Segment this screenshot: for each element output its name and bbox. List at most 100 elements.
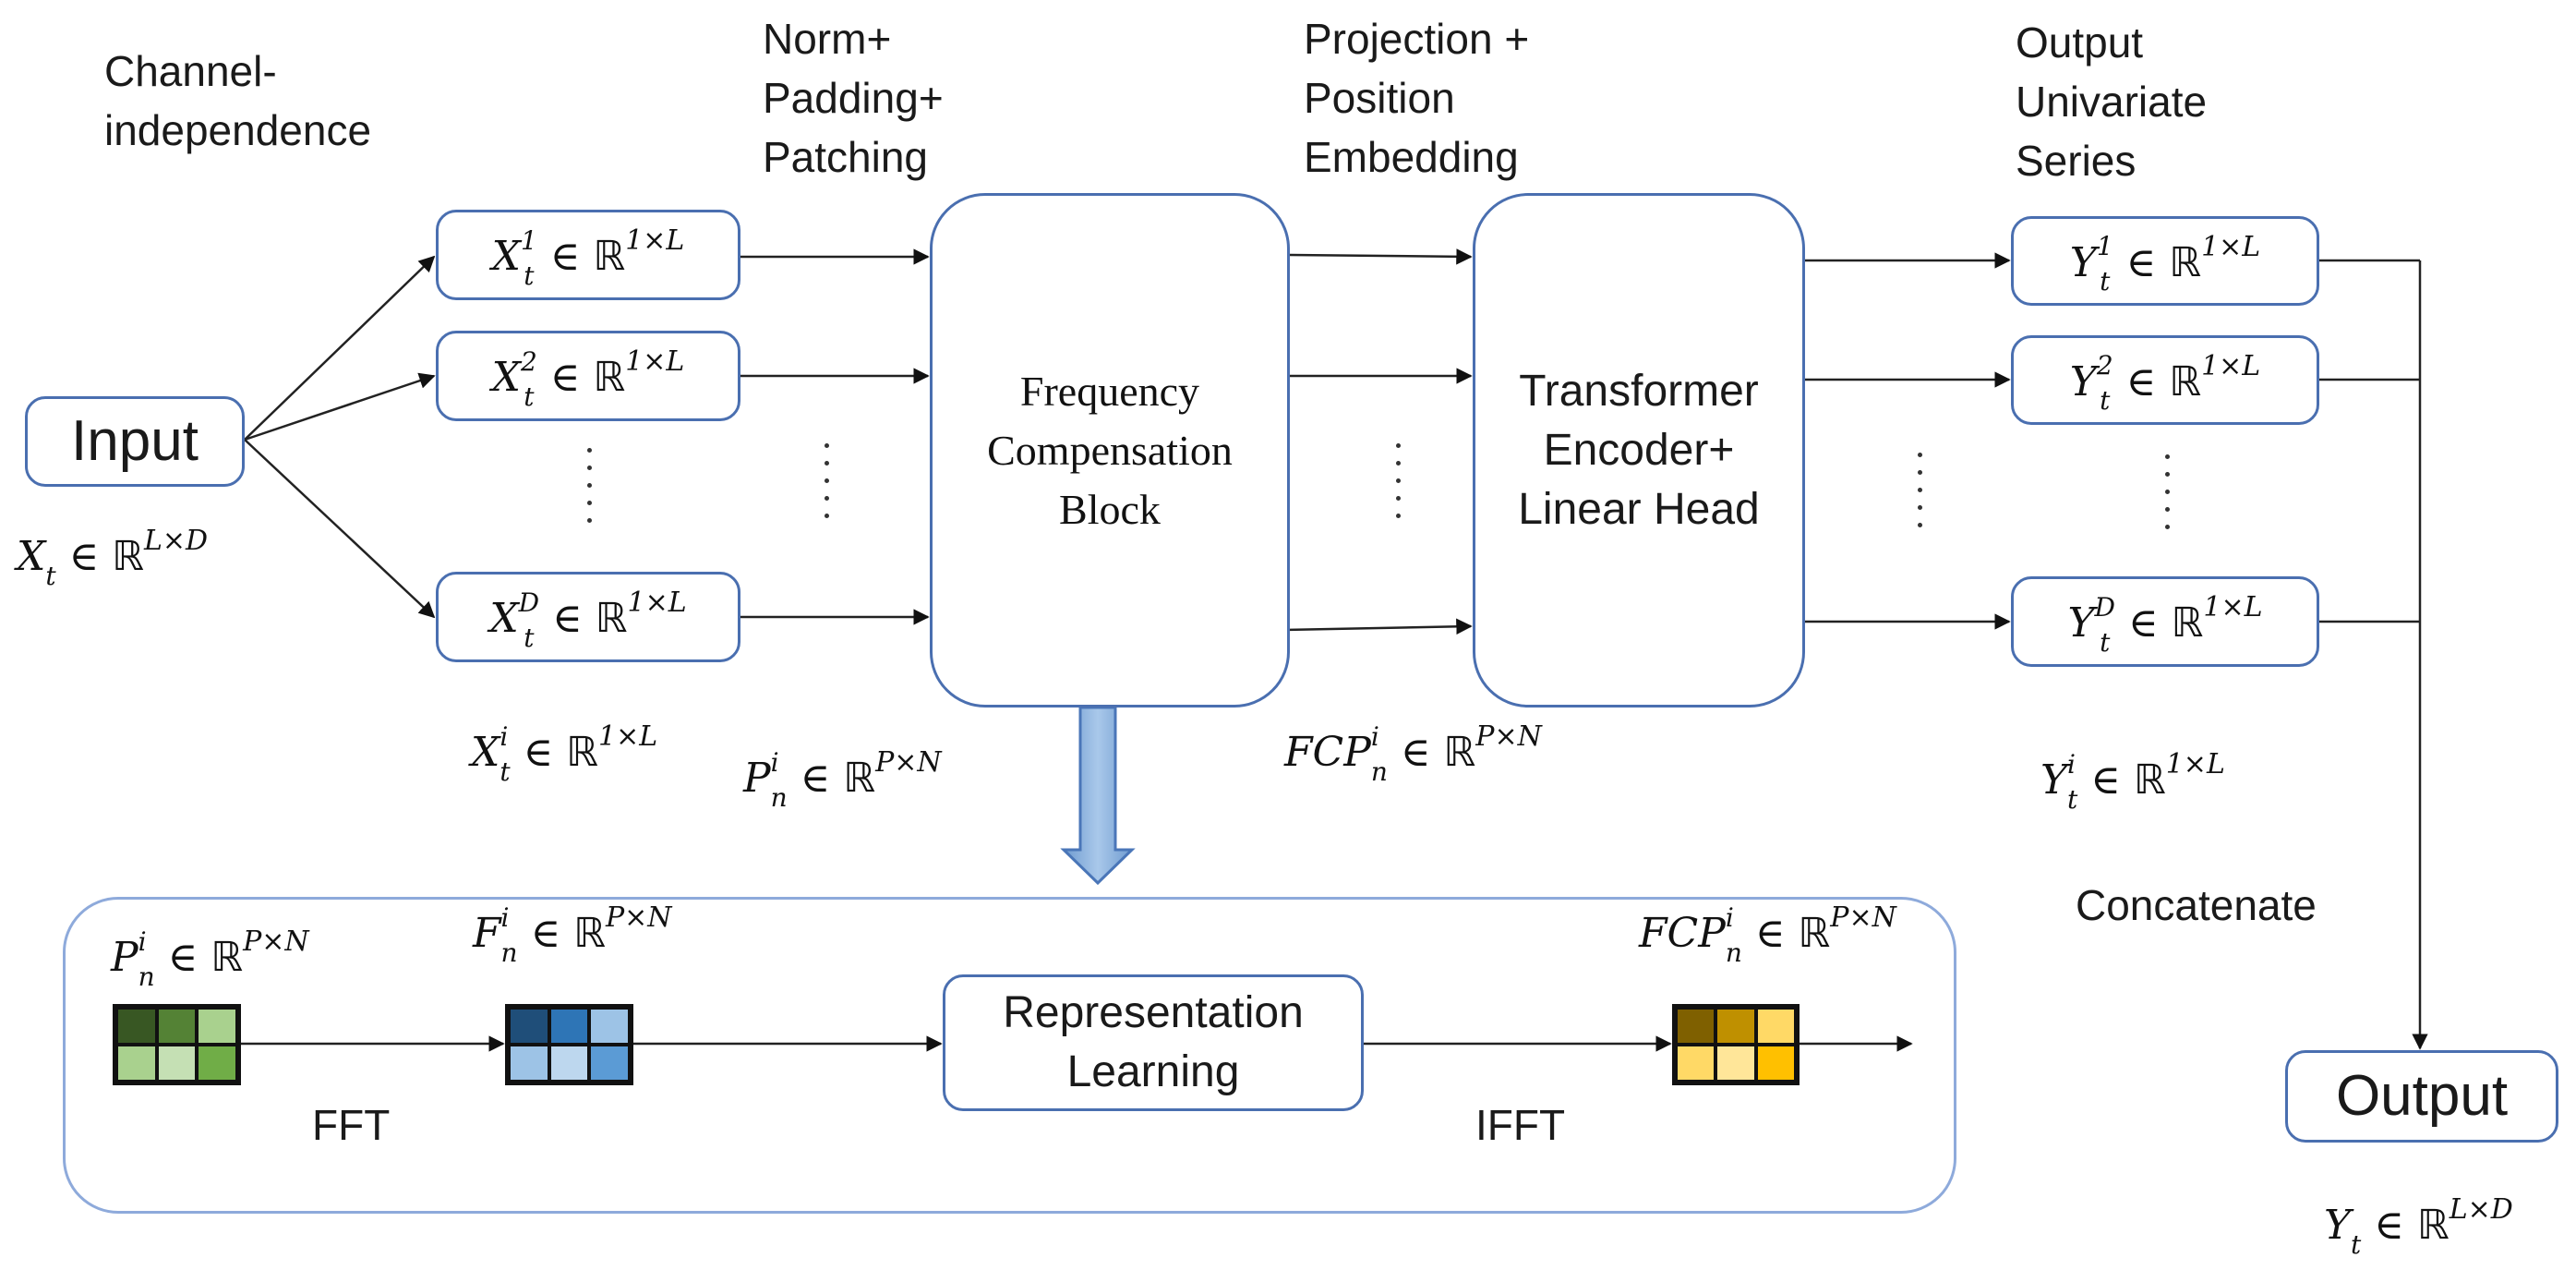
label-fft: FFT <box>312 1101 391 1149</box>
grid-cell <box>509 1008 549 1045</box>
math-dimension: 1×L <box>2201 349 2261 382</box>
grid-cell <box>589 1045 630 1082</box>
input-label: Input <box>71 409 199 473</box>
patch-grid <box>113 1004 241 1085</box>
math-dimension: 1×L <box>2201 230 2261 263</box>
math-subscript: t <box>524 381 535 412</box>
math-subscript: t <box>2351 1228 2362 1260</box>
math-subscript: t <box>2100 385 2111 417</box>
math-subscript: n <box>1370 756 1388 787</box>
math-subscript: n <box>770 781 788 813</box>
math-subscript: n <box>138 961 155 992</box>
grid-cell <box>1676 1045 1716 1082</box>
math-dimension: 1×L <box>598 720 658 753</box>
math-dimension: P×N <box>605 901 672 934</box>
transformer-label: Transformer Encoder+ Linear Head <box>1518 366 1760 534</box>
math-membership: ∈ ℝ <box>154 934 244 981</box>
math-variable: X <box>491 354 521 402</box>
label-channel-independence: Channel- independence <box>104 47 372 154</box>
frequency-compensation-block[interactable]: Frequency Compensation Block <box>930 193 1290 708</box>
math-membership: ∈ ℝ <box>2077 756 2166 804</box>
output-shape-label: Y t ∈ ℝL×D <box>2324 1193 2513 1257</box>
math-variable: P <box>111 934 138 981</box>
input-box[interactable]: Input <box>25 396 245 487</box>
math-subscript: n <box>500 937 518 968</box>
math-superscript: i <box>1370 720 1379 752</box>
math-indices: t <box>45 534 55 588</box>
grid-cell <box>548 1008 590 1045</box>
math-variable: Y <box>2069 357 2097 405</box>
math-dimension: P×N <box>1830 901 1896 934</box>
grid-cell <box>156 1045 198 1082</box>
math-dimension: 1×L <box>625 345 685 379</box>
math-superscript: 1 <box>520 224 537 256</box>
math-superscript: i <box>500 901 510 933</box>
math-variable: Y <box>2067 599 2095 647</box>
ellipsis-outputs <box>2165 454 2171 542</box>
math-superscript: 1 <box>2096 231 2113 262</box>
output-label: Output <box>2335 1064 2509 1128</box>
math-membership: ∈ ℝ <box>2113 357 2202 405</box>
ellipsis-embeddings <box>1396 443 1402 531</box>
math-variable: F <box>473 910 501 957</box>
arrow-input-to-x2 <box>244 372 436 441</box>
representation-learning-box[interactable]: Representation Learning <box>943 974 1364 1111</box>
math-variable: X <box>471 729 500 776</box>
math-superscript: D <box>2094 591 2115 623</box>
math-membership: ∈ ℝ <box>2361 1202 2450 1249</box>
math-subscript: n <box>1725 937 1742 968</box>
math-variable: P <box>743 755 771 802</box>
math-dimension: L×D <box>2449 1193 2513 1226</box>
label-output-univariate-series: Output Univariate Series <box>2016 18 2208 185</box>
math-subscript: t <box>500 756 511 787</box>
math-variable: FCP <box>1639 910 1726 957</box>
math-dimension: 1×L <box>625 224 685 258</box>
math-variable: X <box>491 233 521 281</box>
grid-cell <box>156 1008 198 1045</box>
grid-cell <box>1715 1045 1756 1082</box>
transformer-encoder-block[interactable]: Transformer Encoder+ Linear Head <box>1473 193 1805 708</box>
math-superscript: i <box>1725 901 1734 933</box>
grid-cell <box>197 1008 237 1045</box>
grid-cell <box>1676 1008 1716 1045</box>
math-variable: X <box>489 595 519 643</box>
math-membership: ∈ ℝ <box>2114 599 2204 647</box>
grid-cell <box>589 1008 630 1045</box>
math-membership: ∈ ℝ <box>536 233 626 281</box>
arrow-fcb-to-transformer-1 <box>1289 248 1473 265</box>
output-box[interactable]: Output <box>2285 1050 2558 1143</box>
math-membership: ∈ ℝ <box>2113 238 2202 286</box>
math-membership: ∈ ℝ <box>1387 729 1476 776</box>
math-subscript: t <box>2067 783 2078 815</box>
ellipsis-channels <box>587 448 593 536</box>
math-variable: Y <box>2069 238 2097 286</box>
label-concatenate: Concatenate <box>2076 881 2317 929</box>
fcb-label: Frequency Compensation Block <box>987 367 1233 533</box>
math-membership: ∈ ℝ <box>1741 910 1831 957</box>
math-superscript: 2 <box>2096 350 2113 381</box>
math-dimension: P×N <box>243 925 309 958</box>
fcp-grid <box>1672 1004 1800 1085</box>
